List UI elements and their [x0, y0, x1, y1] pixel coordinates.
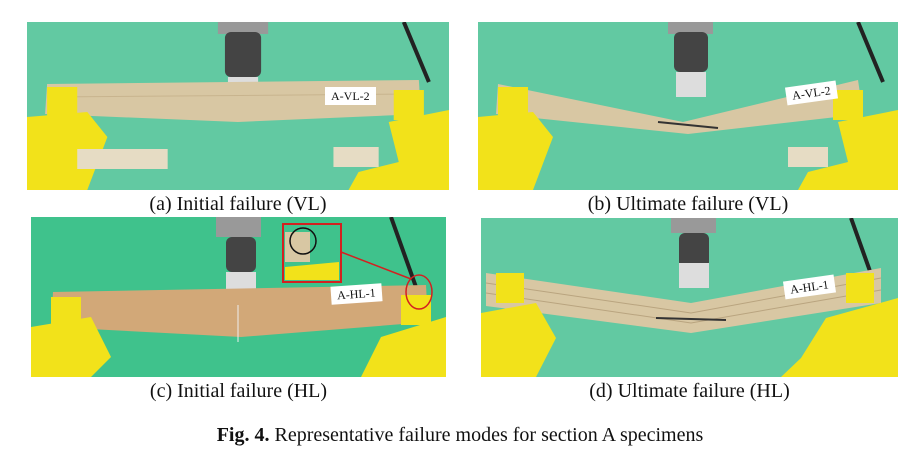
- photo-initial-failure-vl: A-VL-2: [27, 22, 449, 190]
- test-setup-illustration: [31, 217, 446, 377]
- test-setup-illustration: [481, 218, 898, 377]
- figure-caption: Fig. 4. Representative failure modes for…: [0, 424, 920, 447]
- caption-a: (a) Initial failure (VL): [149, 193, 327, 215]
- test-setup-illustration: [478, 22, 898, 190]
- test-setup-illustration: [27, 22, 449, 190]
- specimen-label: A-HL-1: [330, 283, 383, 305]
- figure-title: Representative failure modes for section…: [269, 424, 704, 446]
- specimen-label: A-VL-2: [325, 87, 376, 105]
- photo-ultimate-failure-vl: A-VL-2: [478, 22, 898, 190]
- photo-ultimate-failure-hl: A-HL-1: [481, 218, 898, 377]
- caption-b: (b) Ultimate failure (VL): [587, 193, 789, 215]
- caption-d: (d) Ultimate failure (HL): [589, 380, 790, 402]
- caption-c: (c) Initial failure (HL): [149, 380, 328, 402]
- photo-initial-failure-hl: A-HL-1: [31, 217, 446, 377]
- figure-label: Fig. 4.: [216, 424, 270, 446]
